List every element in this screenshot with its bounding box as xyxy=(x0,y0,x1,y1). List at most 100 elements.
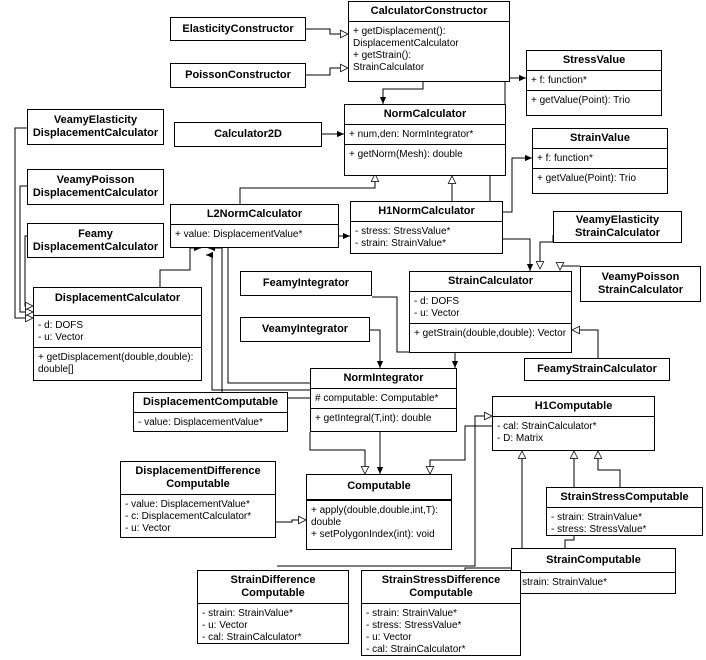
operations-section: + apply(double,double,int,T): double + s… xyxy=(307,500,451,544)
attribute: - stress: StressValue* xyxy=(551,524,647,535)
attributes-section: # computable: Computable* xyxy=(311,388,456,408)
operation: + getNorm(Mesh): double xyxy=(349,149,463,160)
class-name: StrainStressDifference Computable xyxy=(381,574,501,599)
calculator-constructor-class: CalculatorConstructor + getDisplacement(… xyxy=(348,1,510,82)
operations-section: + getValue(Point): Trio xyxy=(527,90,661,110)
attributes-section: - cal: StrainCalculator* - D: Matrix xyxy=(493,416,654,448)
class-name: StrainComputable xyxy=(546,554,641,566)
operations-section: + getNorm(Mesh): double xyxy=(345,144,505,164)
class-name: VeamyPoisson DisplacementCalculator xyxy=(32,174,159,199)
attribute: - strain: StrainValue* xyxy=(366,608,457,619)
class-name: CalculatorConstructor xyxy=(370,5,488,17)
attribute: - D: Matrix xyxy=(497,433,544,444)
attributes-section: - stress: StressValue* - strain: StrainV… xyxy=(351,221,502,253)
veamy-elasticity-displacement-calculator-class: VeamyElasticity DisplacementCalculator xyxy=(27,109,164,145)
poisson-constructor-class: PoissonConstructor xyxy=(170,63,306,88)
attributes-section: - value: DisplacementValue* - c: Displac… xyxy=(121,494,275,538)
elasticity-constructor-class: ElasticityConstructor xyxy=(170,17,306,41)
norm-integrator-class: NormIntegrator # computable: Computable*… xyxy=(310,368,457,432)
class-name: FeamyStrainCalculator xyxy=(537,363,657,375)
attribute: - u: Vector xyxy=(38,332,84,343)
h1-norm-calculator-class: H1NormCalculator - stress: StressValue* … xyxy=(350,201,503,254)
attribute: - strain: StrainValue* xyxy=(202,608,293,619)
attributes-section: + value: DisplacementValue* xyxy=(171,224,338,244)
attributes-section: - strain: StrainValue* - stress: StressV… xyxy=(362,603,520,659)
attribute: - value: DisplacementValue* xyxy=(125,499,250,510)
attribute: + f: function* xyxy=(531,75,587,86)
attribute: - u: Vector xyxy=(125,523,171,534)
class-name: ElasticityConstructor xyxy=(182,22,294,35)
edge-h1-to-straincalc xyxy=(503,238,534,271)
h1-computable-class: H1Computable - cal: StrainCalculator* - … xyxy=(492,396,655,451)
strain-calculator-class: StrainCalculator - d: DOFS - u: Vector +… xyxy=(409,271,572,353)
attributes-section: - d: DOFS - u: Vector xyxy=(410,291,571,323)
operations-section: + getIntegral(T,int): double xyxy=(311,408,456,428)
veamy-elasticity-strain-calculator-class: VeamyElasticity StrainCalculator xyxy=(553,211,682,243)
operations-section: + getStrain(double,double): Vector xyxy=(410,323,571,343)
class-name: H1NormCalculator xyxy=(378,205,475,217)
edge-poisson-to-calcconstructor xyxy=(306,68,348,76)
displacement-calculator-class: DisplacementCalculator - d: DOFS - u: Ve… xyxy=(33,287,202,381)
strain-computable-class: StrainComputable - strain: StrainValue* xyxy=(511,548,676,594)
attribute: + num,den: NormIntegrator* xyxy=(349,129,474,140)
feamy-integrator-class: FeamyIntegrator xyxy=(240,271,372,296)
edge-veamyint-to-normintegrator xyxy=(370,329,384,368)
class-name: DisplacementComputable xyxy=(142,396,279,408)
attributes-section: - strain: StrainValue* - stress: StressV… xyxy=(547,507,702,539)
class-name: Computable xyxy=(347,480,411,492)
attribute: + f: function* xyxy=(537,153,593,164)
operations-section: + getDisplacement(double,double): double… xyxy=(34,347,201,379)
operation: + getStrain(): StrainCalculator xyxy=(353,50,425,73)
attribute: - cal: StrainCalculator* xyxy=(366,644,466,655)
edge-feamydisp-to-dispcalc xyxy=(24,235,33,306)
strain-stress-computable-class: StrainStressComputable - strain: StrainV… xyxy=(546,487,703,536)
operation: + setPolygonIndex(int): void xyxy=(311,529,435,540)
attribute: - strain: StrainValue* xyxy=(355,238,446,249)
operation: + getValue(Point): Trio xyxy=(531,95,631,106)
operation: + getValue(Point): Trio xyxy=(537,173,637,184)
attributes-section: - strain: StrainValue* xyxy=(512,572,675,592)
norm-calculator-class: NormCalculator + num,den: NormIntegrator… xyxy=(344,104,506,176)
attribute: - d: DOFS xyxy=(38,320,84,331)
edge-dispdiff-to-computable xyxy=(276,520,306,522)
attribute: + value: DisplacementValue* xyxy=(175,229,303,240)
attribute: - u: Vector xyxy=(366,632,412,643)
class-name: StressValue xyxy=(562,54,626,66)
class-name: H1Computable xyxy=(534,400,613,412)
attribute: - strain: StrainValue* xyxy=(551,512,642,523)
attributes-section: - strain: StrainValue* - u: Vector - cal… xyxy=(198,603,348,647)
feamy-displacement-calculator-class: Feamy DisplacementCalculator xyxy=(27,223,164,258)
displacement-difference-computable-class: DisplacementDifference Computable - valu… xyxy=(120,461,276,538)
edge-calcconstructor-to-normcalc xyxy=(379,82,424,104)
class-name: VeamyIntegrator xyxy=(261,323,349,335)
edge-straindiff-to-h1comp xyxy=(277,416,492,567)
class-name: StrainCalculator xyxy=(448,275,533,287)
class-name: StrainStressComputable xyxy=(560,491,689,503)
veamy-integrator-class: VeamyIntegrator xyxy=(240,317,370,342)
attribute: - value: DisplacementValue* xyxy=(138,417,263,428)
feamy-strain-calculator-class: FeamyStrainCalculator xyxy=(524,358,670,381)
edge-veamyelastdisp-to-dispcalc xyxy=(14,127,33,318)
edge-normintegrator-to-l2 xyxy=(206,251,310,391)
edge-elasticity-to-calcconstructor xyxy=(306,28,348,34)
veamy-poisson-displacement-calculator-class: VeamyPoisson DisplacementCalculator xyxy=(27,169,164,205)
attributes-section: + f: function* xyxy=(533,148,667,168)
attributes-section: - d: DOFS - u: Vector xyxy=(34,315,201,347)
strain-value-class: StrainValue + f: function* + getValue(Po… xyxy=(532,128,668,194)
operation: + getDisplacement(): DisplacementCalcula… xyxy=(353,26,459,49)
attributes-section: - value: DisplacementValue* xyxy=(134,412,287,432)
edge-veamyelaststrain-to-straincalc xyxy=(540,235,554,269)
class-name: Feamy DisplacementCalculator xyxy=(32,227,159,253)
displacement-computable-class: DisplacementComputable - value: Displace… xyxy=(133,392,288,432)
edge-feamyint-to-normintegrator xyxy=(372,296,459,368)
operation: + apply(double,double,int,T): double xyxy=(311,505,439,528)
veamy-poisson-strain-calculator-class: VeamyPoisson StrainCalculator xyxy=(580,266,701,302)
class-name: NormIntegrator xyxy=(343,372,424,384)
edge-l2-to-normcalc xyxy=(239,174,375,204)
edge-h1comp-to-computable xyxy=(430,425,492,474)
operation: + getStrain(double,double): Vector xyxy=(414,328,567,339)
computable-class: Computable + apply(double,double,int,T):… xyxy=(306,474,452,550)
strain-stress-difference-computable-class: StrainStressDifference Computable - stra… xyxy=(361,570,521,656)
class-name: PoissonConstructor xyxy=(185,69,291,81)
edge-normintegrator-to-h1 xyxy=(227,232,350,384)
